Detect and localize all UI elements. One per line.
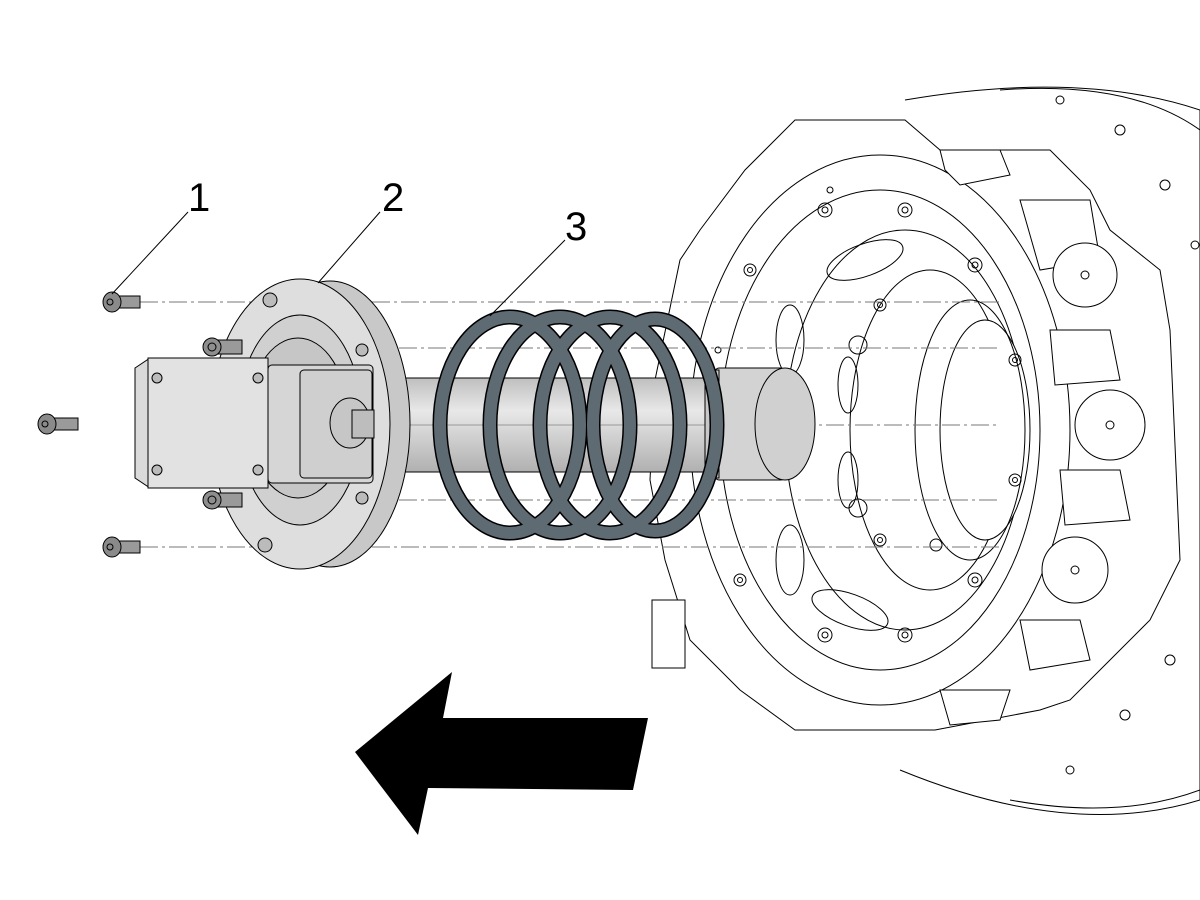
turret-back-rim <box>899 86 1200 815</box>
turret-disk <box>649 86 1200 815</box>
callout-2: 2 <box>382 176 405 220</box>
callout-1: 1 <box>188 176 211 220</box>
turret-clamp-blocks <box>939 149 1146 726</box>
spring-ring <box>587 313 723 537</box>
arrow-left-icon <box>355 672 648 835</box>
part-1-screws <box>37 291 141 558</box>
leader-lines <box>111 211 566 317</box>
callout-3: 3 <box>565 205 588 249</box>
leader-line-1 <box>111 211 189 295</box>
turret-bracket <box>651 599 686 669</box>
spring-ring <box>484 311 636 539</box>
part-3-spring-stack <box>432 309 725 541</box>
leader-line-2 <box>317 211 381 284</box>
screw-top <box>102 291 141 313</box>
spring-ring <box>434 311 586 539</box>
turret-bolt-holes <box>714 186 1022 643</box>
flange-cap-screws <box>202 337 243 510</box>
turret-bore <box>939 319 1031 541</box>
tool-shaft <box>399 367 816 481</box>
screw-bottom <box>102 536 141 558</box>
spring-ring <box>534 311 686 539</box>
leader-line-3 <box>489 239 566 317</box>
part-2-flange-hub <box>134 278 411 570</box>
screw-middle <box>37 413 79 435</box>
